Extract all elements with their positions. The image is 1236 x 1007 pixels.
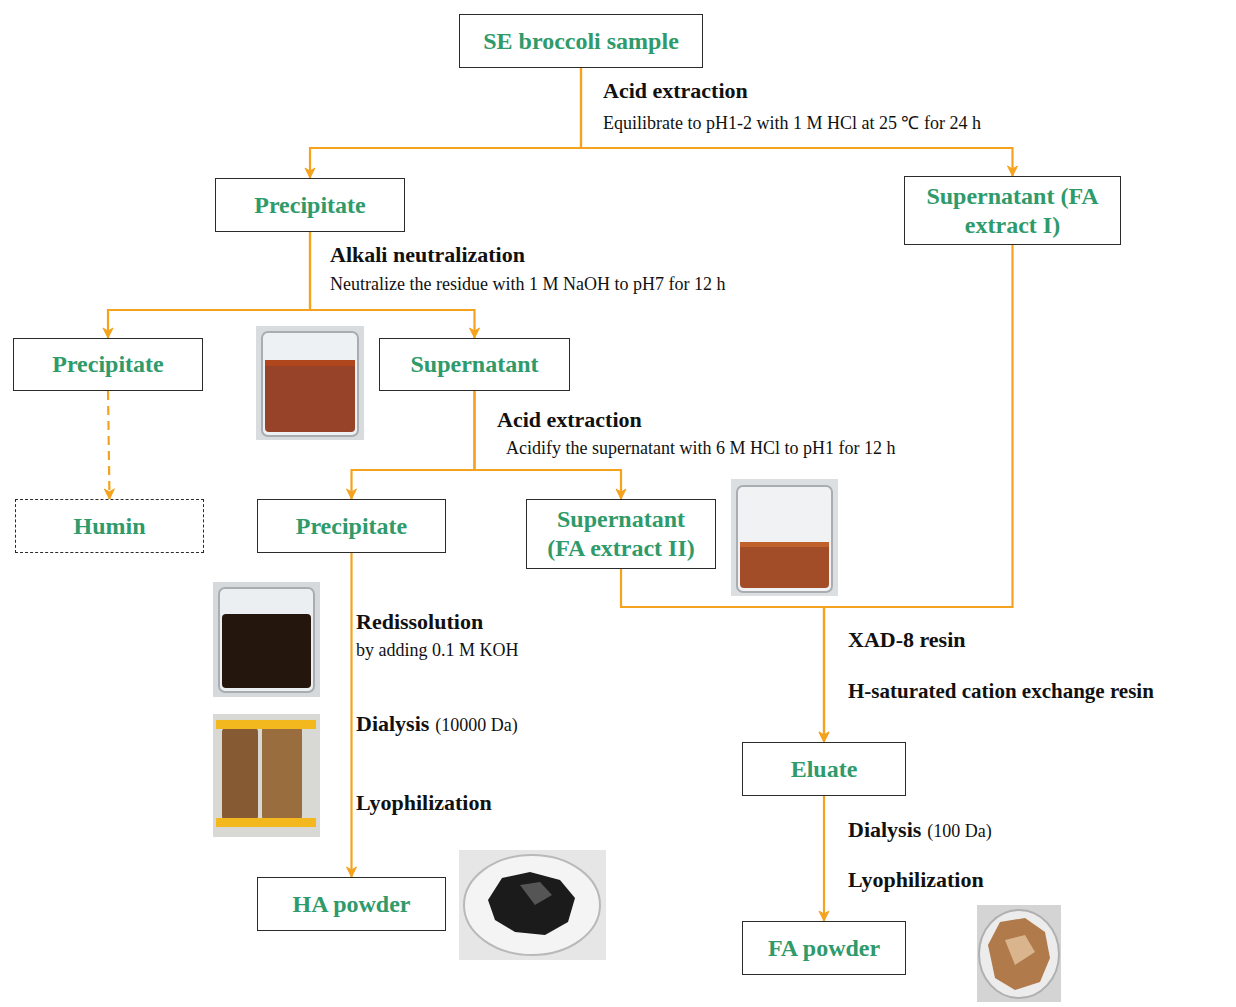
process-box: SE broccoli sample — [459, 14, 703, 68]
process-box: Supernatant (FA extract II) — [526, 499, 716, 569]
box-label: Supernatant (FA extract I) — [913, 182, 1112, 240]
flow-arrow — [581, 68, 1013, 176]
box-label: Supernatant — [410, 350, 538, 379]
box-label: Precipitate — [296, 512, 408, 541]
process-box: Precipitate — [215, 178, 405, 232]
step-note: Equilibrate to pH1-2 with 1 M HCl at 25 … — [603, 113, 981, 135]
box-label: Precipitate — [52, 350, 164, 379]
step-title: Lyophilization — [356, 790, 492, 816]
step-title: H-saturated cation exchange resin — [848, 679, 1154, 704]
box-label: SE broccoli sample — [483, 27, 679, 56]
flow-arrow — [823, 796, 825, 921]
step-title: Alkali neutralization — [330, 242, 525, 268]
box-label: Eluate — [791, 755, 858, 784]
step-title: Dialysis — [848, 817, 921, 843]
beaker-photo — [731, 479, 838, 596]
process-box: Precipitate — [257, 499, 446, 553]
box-label: FA powder — [768, 934, 880, 963]
process-box: Supernatant — [379, 338, 570, 391]
box-label: Humin — [73, 512, 145, 541]
beaker-photo — [256, 326, 364, 440]
step-note: (10000 Da) — [435, 715, 517, 737]
step-title: XAD-8 resin — [848, 627, 966, 653]
step-title: Lyophilization — [848, 867, 984, 893]
step-title: Acid extraction — [603, 78, 748, 104]
flow-arrow — [352, 391, 475, 499]
dialysis-photo — [213, 714, 320, 837]
flow-arrow — [108, 232, 310, 338]
process-box: Precipitate — [13, 338, 203, 391]
flow-arrow — [350, 553, 352, 877]
process-box: Supernatant (FA extract I) — [904, 176, 1121, 245]
flow-arrow — [824, 245, 1013, 742]
box-label: Supernatant (FA extract II) — [535, 505, 707, 563]
process-box: Eluate — [742, 742, 906, 796]
process-box: FA powder — [742, 921, 906, 975]
dashed-product-box: Humin — [15, 499, 204, 553]
flow-arrow — [621, 569, 824, 742]
flow-arrow — [310, 68, 581, 178]
beaker-photo — [213, 582, 320, 697]
step-title: Dialysis — [356, 711, 429, 737]
process-box: HA powder — [257, 877, 446, 931]
step-note: Neutralize the residue with 1 M NaOH to … — [330, 274, 725, 296]
fa-powder-photo — [977, 905, 1061, 1002]
step-note: Acidify the supernatant with 6 M HCl to … — [506, 438, 895, 460]
dashed-flow-arrow — [108, 391, 110, 499]
box-label: Precipitate — [254, 191, 366, 220]
step-note: by adding 0.1 M KOH — [356, 640, 519, 662]
step-title: Acid extraction — [497, 407, 642, 433]
box-label: HA powder — [292, 890, 410, 919]
ha-powder-photo — [459, 850, 606, 960]
step-note: (100 Da) — [927, 821, 991, 843]
step-title: Redissolution — [356, 609, 483, 635]
